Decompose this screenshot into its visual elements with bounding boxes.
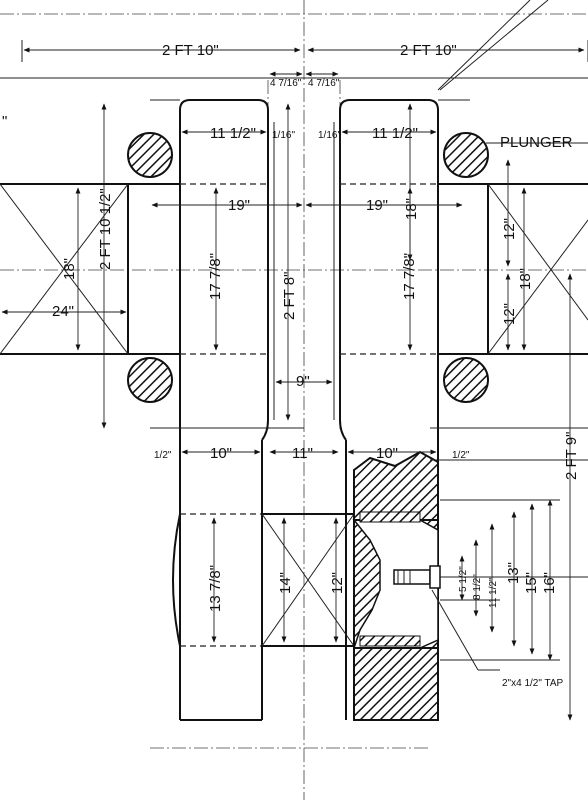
label-left-2ft-10-half: 2 FT 10 1/2" xyxy=(97,188,114,270)
label-left-1-16: 1/16" xyxy=(272,130,295,141)
label-top-right-span: 2 FT 10" xyxy=(400,42,457,59)
label-lower-14: 14" xyxy=(277,572,294,594)
hatched-section xyxy=(352,450,441,721)
label-tap-note: 2"x4 1/2" TAP xyxy=(502,678,564,689)
label-lower-12: 12" xyxy=(329,572,346,594)
label-right-12-upper: 12" xyxy=(501,218,518,240)
plunger-circles xyxy=(127,132,489,403)
extension-lines xyxy=(0,40,588,101)
label-right-10: 10" xyxy=(376,445,398,462)
label-left-half: 1/2" xyxy=(154,450,172,461)
label-sec-8-half: 8 1/2" xyxy=(472,574,483,600)
label-right-18-upper: 18" xyxy=(403,198,420,220)
label-lower-13-7-8: 13 7/8" xyxy=(207,565,224,612)
dimension-labels: 2 FT 10" 2 FT 10" 4 7/16" 4 7/16" PLUNGE… xyxy=(2,42,580,689)
label-plunger: PLUNGER xyxy=(500,134,573,151)
label-left-10: 10" xyxy=(210,445,232,462)
label-top-left-span: 2 FT 10" xyxy=(162,42,219,59)
label-center-2ft-8: 2 FT 8" xyxy=(281,272,298,320)
label-right-17-7-8: 17 7/8" xyxy=(401,253,418,300)
label-right-12-lower: 12" xyxy=(501,303,518,325)
label-left-24: 24" xyxy=(52,303,74,320)
left-column xyxy=(172,99,275,721)
label-center-9: 9" xyxy=(296,373,310,390)
label-sec-13: 13" xyxy=(505,562,522,584)
label-sec-16: 16" xyxy=(541,572,558,594)
label-left-18: 18" xyxy=(61,258,78,280)
dimension-lines xyxy=(1,0,588,721)
label-left-4-7-16: 4 7/16" xyxy=(270,78,302,89)
label-right-18: 18" xyxy=(517,268,534,290)
label-sec-5-half: 5 1/2" xyxy=(458,566,469,592)
label-right-1-16: 1/16" xyxy=(318,130,341,141)
label-center-11: 11" xyxy=(292,445,313,462)
label-right-4-7-16: 4 7/16" xyxy=(308,78,340,89)
label-left-17-7-8: 17 7/8" xyxy=(207,253,224,300)
label-right-11-half: 11 1/2" xyxy=(372,125,418,142)
label-right-2ft-9: 2 FT 9" xyxy=(563,432,580,480)
label-top-left-partial: " xyxy=(2,113,7,130)
label-right-19: 19" xyxy=(366,197,388,214)
label-left-19: 19" xyxy=(228,197,250,214)
label-sec-11-half: 11 1/2" xyxy=(488,577,499,608)
label-right-half: 1/2" xyxy=(452,450,470,461)
label-left-11-half: 11 1/2" xyxy=(210,125,256,142)
right-column xyxy=(333,99,439,720)
beam-bands xyxy=(0,183,588,355)
label-sec-15: 15" xyxy=(523,572,540,594)
